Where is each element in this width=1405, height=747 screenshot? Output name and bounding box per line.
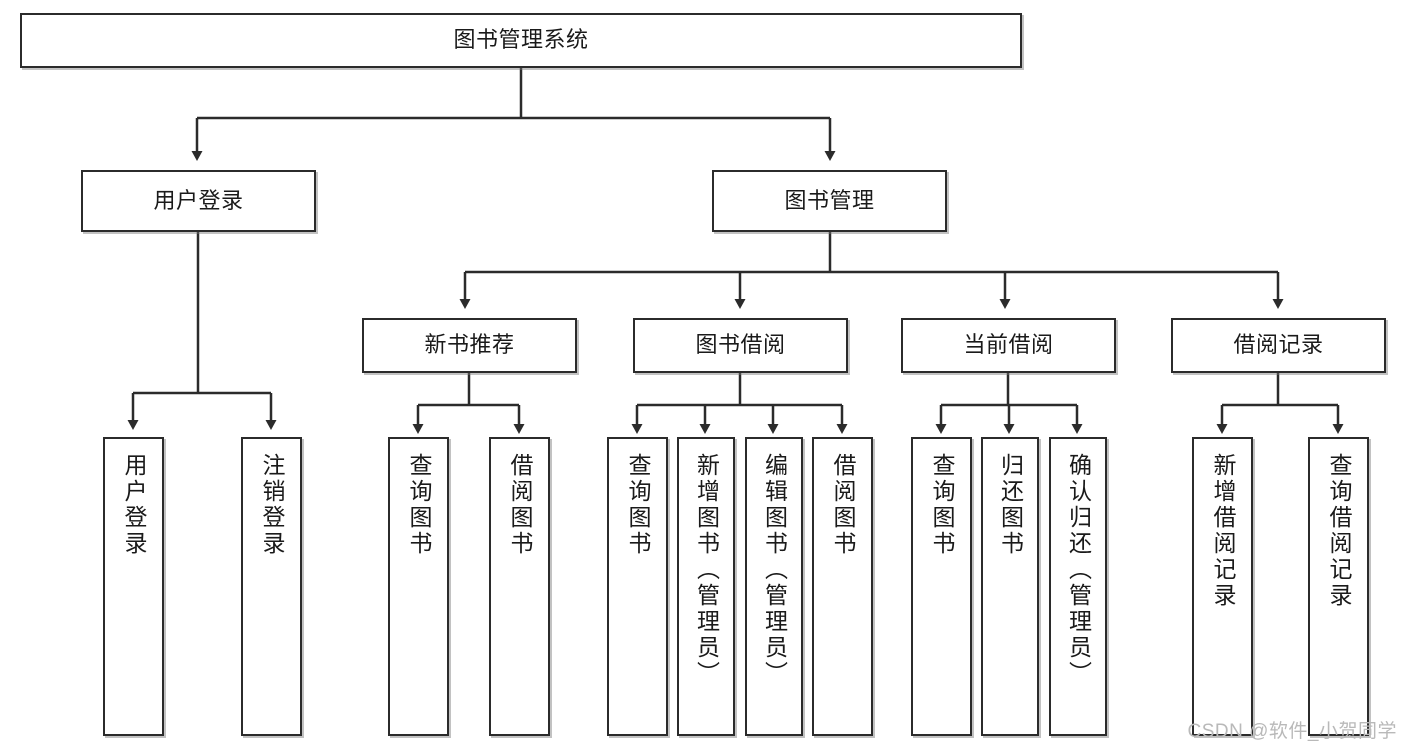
- node-borrow-record[interactable]: 借阅记录: [1171, 318, 1386, 373]
- node-label: 新书推荐: [424, 332, 515, 358]
- node-book-borrow[interactable]: 图书借阅: [633, 318, 848, 373]
- node-current-borrow[interactable]: 当前借阅: [901, 318, 1116, 373]
- node-label: 图书借阅: [695, 332, 786, 358]
- node-label: 借阅图书: [507, 453, 533, 557]
- node-leaf-borrow-book[interactable]: 借阅图书: [812, 437, 873, 736]
- node-leaf-user-login[interactable]: 用户登录: [103, 437, 164, 736]
- node-root-book-management-system[interactable]: 图书管理系统: [20, 13, 1022, 68]
- node-label: 用户登录: [121, 453, 147, 557]
- node-leaf-query-borrow-record[interactable]: 查询借阅记录: [1308, 437, 1369, 736]
- node-leaf-return-book[interactable]: 归还图书: [981, 437, 1039, 736]
- node-label: 查询借阅记录: [1326, 453, 1352, 609]
- node-label: 图书管理: [784, 187, 875, 213]
- csdn-watermark: CSDN @软件_小贺同学: [1187, 721, 1397, 742]
- node-book-management[interactable]: 图书管理: [712, 170, 947, 232]
- node-label: 新增图书（管理员）: [693, 453, 720, 687]
- node-new-book-recommend[interactable]: 新书推荐: [362, 318, 577, 373]
- node-label: 确认归还（管理员）: [1065, 453, 1092, 687]
- node-label: 归还图书: [997, 453, 1024, 557]
- node-label: 借阅记录: [1233, 332, 1324, 358]
- node-leaf-logout[interactable]: 注销登录: [241, 437, 302, 736]
- node-leaf-borrow-book-recommend[interactable]: 借阅图书: [489, 437, 550, 736]
- node-user-login[interactable]: 用户登录: [81, 170, 316, 232]
- node-label: 编辑图书（管理员）: [761, 453, 788, 687]
- node-label: 用户登录: [153, 187, 244, 213]
- node-leaf-query-book-recommend[interactable]: 查询图书: [388, 437, 449, 736]
- node-leaf-query-book-borrow[interactable]: 查询图书: [607, 437, 668, 736]
- node-leaf-confirm-return-admin[interactable]: 确认归还（管理员）: [1049, 437, 1107, 736]
- node-label: 新增借阅记录: [1210, 453, 1236, 609]
- node-label: 当前借阅: [963, 332, 1054, 358]
- node-leaf-query-book-current[interactable]: 查询图书: [911, 437, 972, 736]
- node-label: 查询图书: [929, 453, 955, 557]
- node-label: 查询图书: [406, 453, 432, 557]
- node-leaf-edit-book-admin[interactable]: 编辑图书（管理员）: [745, 437, 803, 736]
- node-leaf-add-borrow-record[interactable]: 新增借阅记录: [1192, 437, 1253, 736]
- node-label: 借阅图书: [830, 453, 856, 557]
- node-label: 查询图书: [625, 453, 651, 557]
- node-leaf-add-book-admin[interactable]: 新增图书（管理员）: [677, 437, 735, 736]
- node-label: 图书管理系统: [453, 27, 589, 53]
- node-label: 注销登录: [259, 453, 285, 557]
